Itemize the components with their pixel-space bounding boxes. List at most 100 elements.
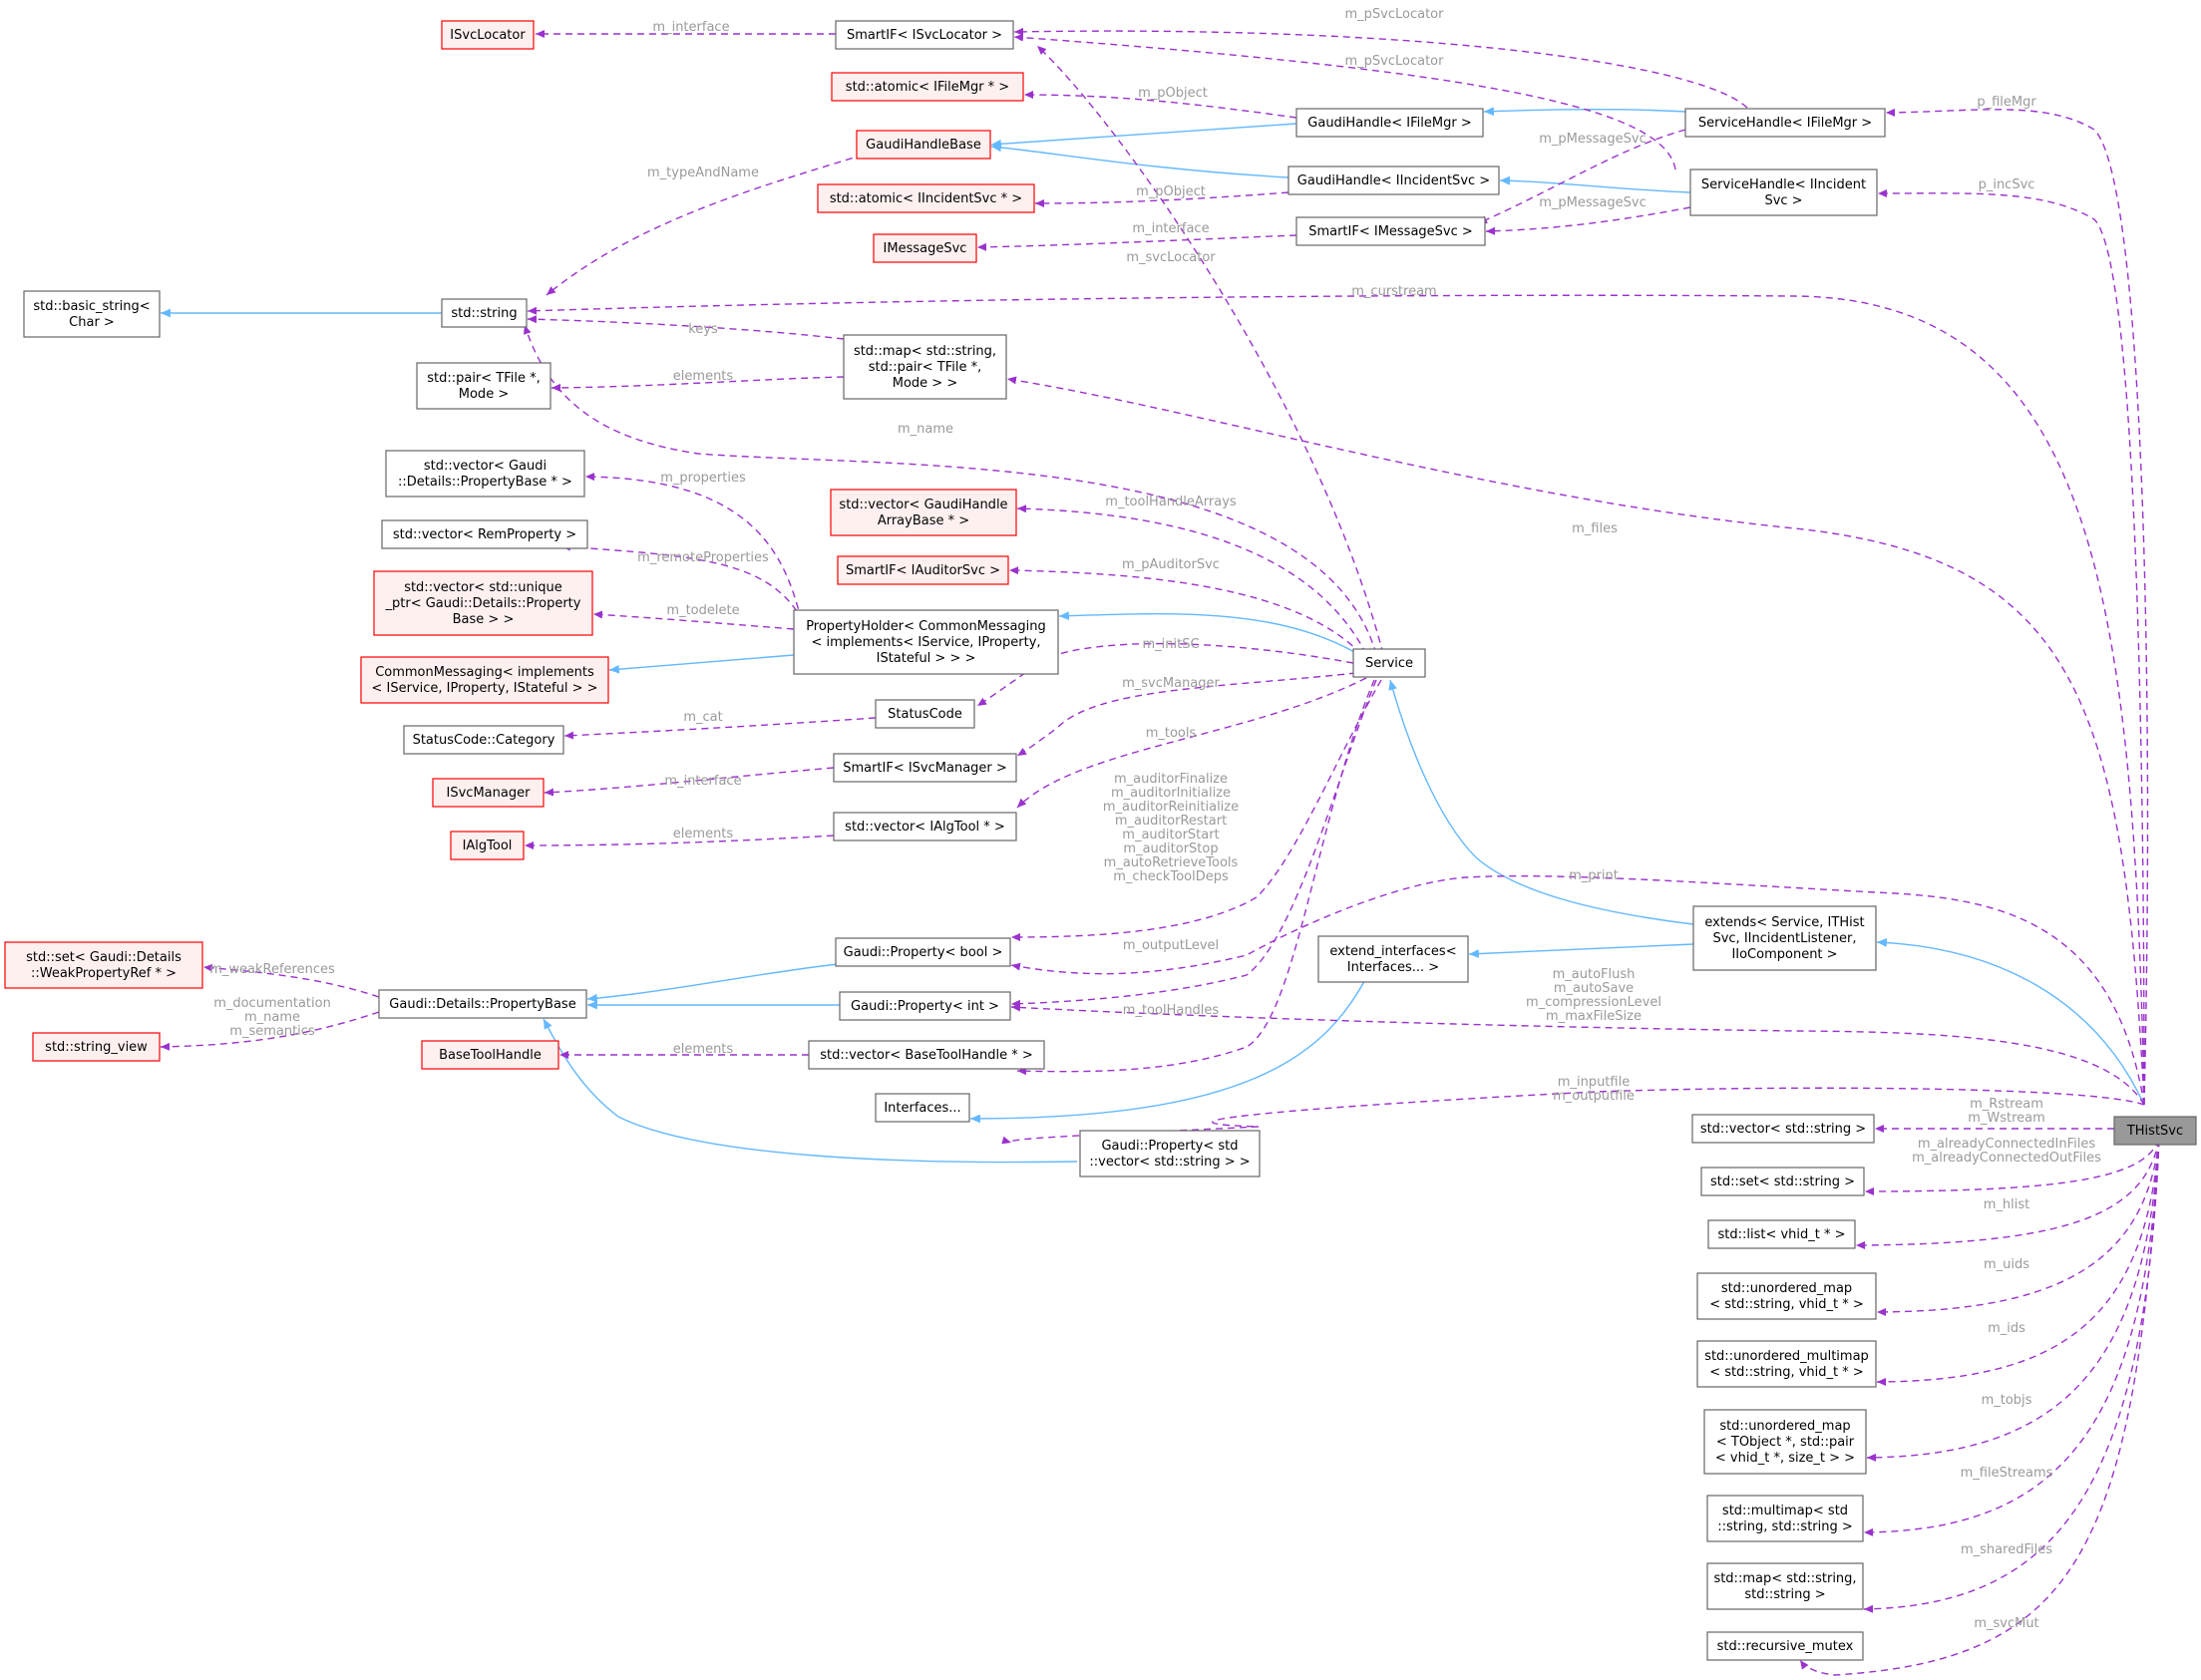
edge-label: m_remoteProperties <box>637 550 769 565</box>
node-unordered-map-string-vhid[interactable]: std::unordered_map< std::string, vhid_t … <box>1696 1272 1877 1320</box>
edge-label: m_interface <box>652 20 729 35</box>
edge-label-line: p_incSvc <box>1979 177 2035 192</box>
edge-label-line: m_outputfile <box>1553 1089 1635 1104</box>
member-edges <box>160 27 2160 1676</box>
node-isvclocator[interactable]: ISvcLocator <box>441 20 535 50</box>
node-basetoolhandle[interactable]: BaseToolHandle <box>421 1040 559 1070</box>
edge-thistsvc-to-recursive-mutex <box>1799 1139 2160 1676</box>
edge-service-to-vector-gaudihandlearray <box>1016 504 1367 655</box>
edge-propertyholder-to-vector-remproperty <box>560 542 809 633</box>
node-label: std::vector< std::string > <box>1700 1122 1866 1137</box>
edge-label-line: keys <box>688 322 718 337</box>
edge-label-line: m_compressionLevel <box>1526 995 1661 1010</box>
node-list-vhid[interactable]: std::list< vhid_t * > <box>1707 1219 1856 1249</box>
edge-label-line: m_pMessageSvc <box>1539 132 1647 147</box>
node-vector-remproperty[interactable]: std::vector< RemProperty > <box>381 519 588 549</box>
edge-service-to-smartif-svcmanager <box>1016 672 1357 757</box>
node-unordered-multimap[interactable]: std::unordered_multimap< std::string, vh… <box>1696 1340 1877 1388</box>
node-vector-ialgtool[interactable]: std::vector< IAlgTool * > <box>833 812 1017 841</box>
edge-label-line: m_tools <box>1146 726 1197 741</box>
node-unordered-map-tobject[interactable]: std::unordered_map< TObject *, std::pair… <box>1703 1409 1867 1475</box>
node-map-string-string[interactable]: std::map< std::string,std::string > <box>1706 1562 1864 1610</box>
edge-label-line: m_name <box>244 1010 300 1025</box>
node-label: IAlgTool <box>463 839 513 853</box>
node-label: std::basic_string< <box>33 299 150 314</box>
node-servicehandle-ifilemgr[interactable]: ServiceHandle< IFileMgr > <box>1684 108 1886 138</box>
node-atomic-iincidentsvc[interactable]: std::atomic< IIncidentSvc * > <box>817 183 1035 213</box>
node-commonmessaging[interactable]: CommonMessaging< implements< IService, I… <box>360 656 609 704</box>
node-propertyholder[interactable]: PropertyHolder< CommonMessaging< impleme… <box>793 609 1059 675</box>
node-string-view[interactable]: std::string_view <box>32 1032 161 1062</box>
edge-servicehandle-incident-to-smartif-svclocator <box>1013 33 1676 170</box>
node-atomic-ifilemgr[interactable]: std::atomic< IFileMgr * > <box>831 72 1024 102</box>
node-set-weakpropertyref[interactable]: std::set< Gaudi::Details::WeakPropertyRe… <box>4 941 203 989</box>
node-multimap-string[interactable]: std::multimap< std::string, std::string … <box>1706 1495 1864 1542</box>
node-map-string-pair[interactable]: std::map< std::string,std::pair< TFile *… <box>843 334 1007 400</box>
node-smartif-isvcmanager[interactable]: SmartIF< ISvcManager > <box>833 753 1017 783</box>
node-vector-unique-ptr[interactable]: std::vector< std::unique_ptr< Gaudi::Det… <box>373 570 593 636</box>
edge-label-line: m_pAuditorSvc <box>1122 557 1220 572</box>
node-label: ServiceHandle< IIncident <box>1701 177 1866 192</box>
node-extend-interfaces[interactable]: extend_interfaces<Interfaces... > <box>1317 935 1469 983</box>
node-vector-string[interactable]: std::vector< std::string > <box>1691 1114 1875 1144</box>
edge-gaudihandle-filemgr-to-base <box>990 123 1297 149</box>
edge-service-to-vector-ialgtool <box>1016 677 1367 809</box>
node-imessagesvc[interactable]: IMessageSvc <box>873 233 977 263</box>
node-gaudi-property-vector-string[interactable]: Gaudi::Property< std::vector< std::strin… <box>1079 1130 1261 1177</box>
edge-thistsvc-to-servicehandle-incident <box>1877 188 2145 1106</box>
edge-label-line: m_inputfile <box>1558 1075 1630 1090</box>
node-set-string[interactable]: std::set< std::string > <box>1700 1167 1865 1196</box>
node-service[interactable]: Service <box>1352 648 1426 678</box>
edge-thistsvc-to-map-files <box>1006 376 2145 1106</box>
node-recursive-mutex[interactable]: std::recursive_mutex <box>1706 1631 1864 1661</box>
edge-label-line: m_Rstream <box>1970 1097 2043 1112</box>
node-gaudihandle-iincidentsvc[interactable]: GaudiHandle< IIncidentSvc > <box>1287 166 1500 195</box>
node-label: < std::string, vhid_t * > <box>1709 1297 1864 1312</box>
node-gaudihandle-ifilemgr[interactable]: GaudiHandle< IFileMgr > <box>1295 108 1484 138</box>
node-gaudihandlebase[interactable]: GaudiHandleBase <box>856 130 991 160</box>
node-label: < implements< IService, IProperty, <box>811 635 1040 650</box>
node-smartif-isvclocator[interactable]: SmartIF< ISvcLocator > <box>835 20 1014 50</box>
node-label: std::pair< TFile *, <box>427 371 541 386</box>
edge-thistsvc-to-unordered-map-tobject <box>1866 1139 2160 1462</box>
node-gaudi-property-bool[interactable]: Gaudi::Property< bool > <box>835 937 1011 967</box>
node-servicehandle-iincident[interactable]: ServiceHandle< IIncidentSvc > <box>1689 168 1878 216</box>
node-smartif-imessagesvc[interactable]: SmartIF< IMessageSvc > <box>1295 216 1486 246</box>
node-statuscode-category[interactable]: StatusCode::Category <box>403 725 564 755</box>
node-thistsvc[interactable]: THistSvc <box>2113 1116 2197 1146</box>
node-interfaces[interactable]: Interfaces... <box>875 1093 970 1123</box>
node-label: GaudiHandle< IFileMgr > <box>1307 116 1471 131</box>
node-vector-basetoolhandle[interactable]: std::vector< BaseToolHandle * > <box>808 1040 1045 1070</box>
node-label: std::atomic< IIncidentSvc * > <box>830 191 1022 206</box>
node-pair-tfile[interactable]: std::pair< TFile *,Mode > <box>416 362 551 410</box>
node-vector-propertybase[interactable]: std::vector< Gaudi::Details::PropertyBas… <box>385 450 585 498</box>
node-basic-string[interactable]: std::basic_string<Char > <box>23 290 161 338</box>
node-gaudi-property-int[interactable]: Gaudi::Property< int > <box>839 991 1011 1021</box>
edge-string-to-gaudihandlebase <box>546 154 865 296</box>
edge-propertyholder-to-commonmessaging <box>608 654 795 674</box>
node-isvcmanager[interactable]: ISvcManager <box>432 778 545 808</box>
edge-label: m_uids <box>1984 1257 2029 1272</box>
edge-extends-to-service <box>1388 679 1694 925</box>
node-label: < vhid_t *, size_t > > <box>1715 1451 1855 1466</box>
edge-gaudihandle-filemgr-to-atomic <box>1023 91 1297 119</box>
edge-label: m_initSC <box>1142 637 1199 652</box>
edge-label: m_print <box>1569 868 1619 883</box>
node-std-string[interactable]: std::string <box>441 298 528 328</box>
node-label: std::unordered_map <box>1719 1419 1850 1434</box>
edge-label-line: m_autoSave <box>1554 981 1634 996</box>
edge-label-line: m_pMessageSvc <box>1539 195 1647 210</box>
node-statuscode[interactable]: StatusCode <box>875 699 975 729</box>
node-ialgtool[interactable]: IAlgTool <box>450 831 525 860</box>
node-propertybase[interactable]: Gaudi::Details::PropertyBase <box>378 989 587 1019</box>
node-label: Gaudi::Details::PropertyBase <box>389 997 575 1012</box>
node-label: Interfaces... <box>884 1101 960 1116</box>
edge-property-bool-to-propertybase <box>586 963 839 1003</box>
node-label: StatusCode::Category <box>413 733 555 748</box>
node-smartif-iauditorsvc[interactable]: SmartIF< IAuditorSvc > <box>837 555 1009 585</box>
edge-label-line: m_toolHandles <box>1123 1003 1220 1018</box>
